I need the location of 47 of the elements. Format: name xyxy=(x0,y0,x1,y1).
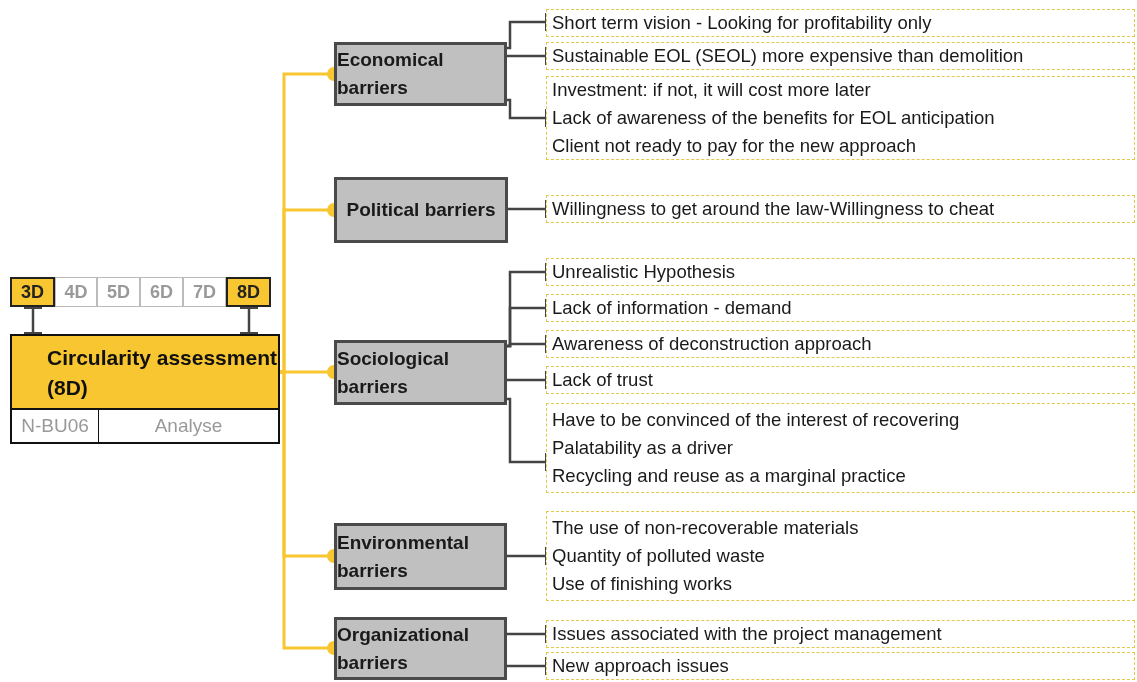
barrier-group-box xyxy=(546,258,1135,286)
barrier-item: The use of non-recoverable materials xyxy=(552,516,860,540)
barrier-item: Awareness of deconstruction approach xyxy=(552,332,873,356)
code-cell: N-BU06 xyxy=(12,410,99,442)
dimension-cell: 7D xyxy=(183,277,226,307)
category-box: Organizational barriers xyxy=(334,617,507,680)
barrier-item: Quantity of polluted waste xyxy=(552,544,766,568)
barrier-item: Investment: if not, it will cost more later xyxy=(552,78,872,102)
barrier-item: Short term vision - Looking for profitability only xyxy=(552,11,933,35)
barrier-item: Client not ready to pay for the new approach xyxy=(552,134,918,158)
barrier-item: Palatability as a driver xyxy=(552,436,734,460)
category-box: Sociological barriers xyxy=(334,340,507,405)
assessment-card xyxy=(10,334,280,444)
category-box: Economical barriers xyxy=(334,42,507,106)
barrier-group-box xyxy=(546,294,1135,322)
barrier-item: Sustainable EOL (SEOL) more expensive than demolition xyxy=(552,44,1025,68)
barrier-group-box xyxy=(546,76,1135,160)
barrier-group-box xyxy=(546,620,1135,648)
barrier-group-box xyxy=(546,403,1135,493)
barrier-item: New approach issues xyxy=(552,654,730,678)
barrier-item: Issues associated with the project management xyxy=(552,622,943,646)
barrier-group-box xyxy=(546,652,1135,680)
barrier-group-box xyxy=(546,330,1135,358)
assessment-title: Circularity assessment (8D) xyxy=(12,336,278,410)
dimension-cell: 4D xyxy=(55,277,97,307)
barrier-item: Unrealistic Hypothesis xyxy=(552,260,736,284)
barrier-item: Willingness to get around the law-Willingness to cheat xyxy=(552,197,996,221)
barrier-item: Recycling and reuse as a marginal practice xyxy=(552,464,907,488)
barrier-group-box xyxy=(546,366,1135,394)
barrier-item: Lack of information - demand xyxy=(552,296,793,320)
barrier-group-box xyxy=(546,42,1135,70)
barrier-item: Use of finishing works xyxy=(552,572,733,596)
connector xyxy=(23,307,43,334)
barrier-item: Lack of awareness of the benefits for EOL anticipation xyxy=(552,106,996,130)
dimension-cell: 8D xyxy=(226,277,271,307)
barrier-item: Have to be convinced of the interest of recovering xyxy=(552,408,961,432)
barrier-group-box xyxy=(546,195,1135,223)
barrier-group-box xyxy=(546,9,1135,37)
dimension-cell: 5D xyxy=(97,277,140,307)
connector xyxy=(239,307,259,334)
phase-cell-text: Analyse xyxy=(153,414,224,438)
dimension-cell: 6D xyxy=(140,277,183,307)
category-box: Political barriers xyxy=(334,177,508,243)
dimension-cell: 3D xyxy=(10,277,55,307)
barrier-item: Lack of trust xyxy=(552,368,654,392)
barrier-group-box xyxy=(546,511,1135,601)
category-box: Environmental barriers xyxy=(334,523,507,590)
